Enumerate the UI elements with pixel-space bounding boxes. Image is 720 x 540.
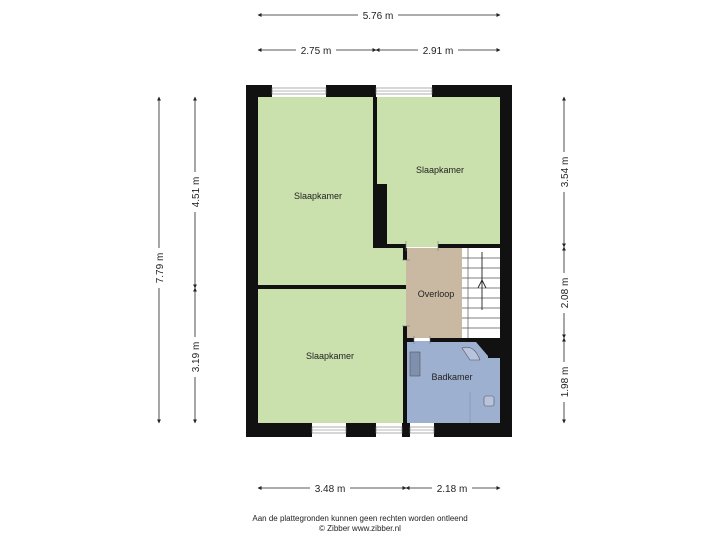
room-label-bedroom-1: Slaapkamer: [294, 191, 342, 201]
room-label-bedroom-3: Slaapkamer: [306, 351, 354, 361]
landing-area: [406, 248, 462, 338]
dim-top-right: 2.91 m: [423, 46, 454, 57]
bedroom-bottom-left: [258, 288, 406, 423]
bathroom-area: [406, 341, 500, 423]
dim-left-upper: 4.51 m: [191, 177, 202, 208]
stair-corner-triangle: [476, 342, 488, 356]
dim-right-middle: 2.08 m: [560, 278, 571, 309]
room-label-bedroom-2: Slaapkamer: [416, 165, 464, 175]
footer-disclaimer: Aan de plattegronden kunnen geen rechten…: [252, 514, 468, 523]
dim-top-left: 2.75 m: [301, 46, 332, 57]
bedroom-top-right: [376, 97, 500, 247]
dim-right-upper: 3.54 m: [560, 157, 571, 188]
dim-left-lower: 3.19 m: [191, 342, 202, 373]
room-label-bathroom: Badkamer: [431, 372, 472, 382]
room-label-landing: Overloop: [418, 289, 455, 299]
toilet: [483, 395, 495, 407]
dim-right-lower: 1.98 m: [560, 367, 571, 398]
bathroom-sink: [409, 351, 421, 377]
walls: [246, 85, 512, 437]
staircase: [462, 248, 500, 338]
dim-bottom-right: 2.18 m: [437, 484, 468, 495]
dim-left-total: 7.79 m: [155, 253, 166, 284]
footer-copyright: © Zibber www.zibber.nl: [319, 524, 401, 533]
dim-bottom-left: 3.48 m: [315, 484, 346, 495]
dim-top-total: 5.76 m: [363, 11, 394, 22]
shower-corner: [461, 346, 481, 361]
